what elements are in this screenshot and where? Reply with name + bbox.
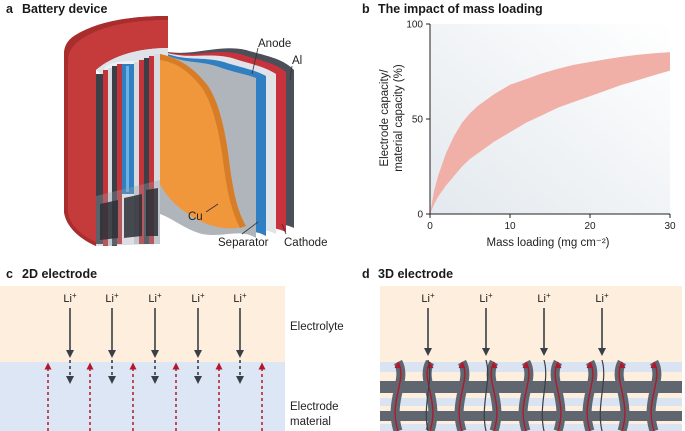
li-ion-label: Li+: [148, 291, 162, 305]
y-tick-label: 100: [406, 20, 423, 31]
x-tick-label: 20: [584, 221, 596, 232]
label-cu: Cu: [188, 211, 203, 223]
panel-b: b The impact of mass loading 0 10 20 30 0 50 1…: [362, 2, 676, 249]
electrolyte-region: [0, 286, 285, 362]
x-tick-label: 0: [427, 221, 433, 232]
panel-c: c 2D electrode Li+ Li+ Li+ Li+ Li+ Electroly…: [0, 267, 344, 431]
electron-arrowhead: [650, 362, 658, 368]
label-electrolyte: Electrolyte: [290, 321, 344, 333]
wound-layers: [96, 54, 160, 246]
panel-c-letter: c: [6, 267, 13, 281]
electrode-region: [0, 362, 285, 431]
li-ion-label: Li+: [595, 291, 609, 305]
x-axis-label: Mass loading (mg cm⁻²): [486, 237, 609, 249]
label-cathode: Cathode: [284, 237, 327, 249]
li-ion-label: Li+: [63, 291, 77, 305]
ion-columns-2d: Li+ Li+ Li+ Li+ Li+: [63, 291, 247, 384]
panel-d-letter: d: [362, 267, 370, 281]
ion-path: [425, 359, 431, 431]
y-tick-label: 0: [417, 210, 423, 221]
electron-arrowhead: [426, 362, 434, 368]
electron-arrows-2d: [44, 362, 266, 431]
al-leader: [289, 65, 293, 81]
label-electrode-line2: material: [290, 416, 331, 428]
label-anode: Anode: [258, 38, 291, 50]
panel-a-letter: a: [6, 2, 14, 16]
label-al: Al: [292, 55, 302, 67]
li-ion-label: Li+: [537, 291, 551, 305]
electron-arrowhead: [618, 362, 626, 368]
cu-leader: [205, 203, 219, 213]
electron-arrowhead: [490, 362, 498, 368]
y-axis-label-line2: material capacity (%): [393, 64, 405, 172]
electron-arrowhead: [586, 362, 594, 368]
li-ion-label: Li+: [479, 291, 493, 305]
ion-path: [599, 359, 605, 431]
y-axis-label-line1: Electrode capacity/: [379, 69, 391, 167]
panel-b-letter: b: [362, 2, 370, 16]
panel-a: a Battery device: [6, 2, 327, 249]
electron-arrowhead: [394, 362, 402, 368]
electron-arrowhead: [458, 362, 466, 368]
panel-d: d 3D electrode Li+ Li+ Li+ Li+: [362, 267, 682, 431]
capacity-band: [430, 52, 670, 214]
label-electrode-line1: Electrode: [290, 401, 339, 413]
fibers-3d: [390, 359, 662, 431]
anode-leader: [251, 47, 259, 75]
ion-columns-3d: Li+ Li+ Li+ Li+: [421, 291, 609, 431]
ion-path: [483, 359, 489, 431]
panel-a-title: Battery device: [22, 2, 108, 16]
copper-sheet: [160, 54, 246, 229]
li-ion-label: Li+: [105, 291, 119, 305]
y-tick-label: 50: [412, 115, 424, 126]
label-separator: Separator: [218, 237, 269, 249]
electrolyte-region-3d: [380, 286, 682, 431]
electron-arrowhead: [554, 362, 562, 368]
battery-shell: [64, 16, 168, 246]
separator-leader: [241, 221, 259, 235]
electron-arrowhead: [522, 362, 530, 368]
li-ion-label: Li+: [233, 291, 247, 305]
panel-d-title: 3D electrode: [378, 267, 453, 281]
axis-ticks: 0 10 20 30 0 50 100: [406, 20, 676, 233]
li-ion-label: Li+: [191, 291, 205, 305]
ion-path: [541, 359, 547, 431]
li-ion-label: Li+: [421, 291, 435, 305]
x-tick-label: 30: [664, 221, 676, 232]
battery-illustration: [64, 16, 294, 246]
x-tick-label: 10: [504, 221, 516, 232]
panel-c-title: 2D electrode: [22, 267, 97, 281]
copper-sheet-edge: [160, 54, 246, 228]
battery-shell-edge: [64, 16, 168, 246]
panel-b-title: The impact of mass loading: [378, 2, 543, 16]
cathode-leader: [281, 223, 287, 235]
